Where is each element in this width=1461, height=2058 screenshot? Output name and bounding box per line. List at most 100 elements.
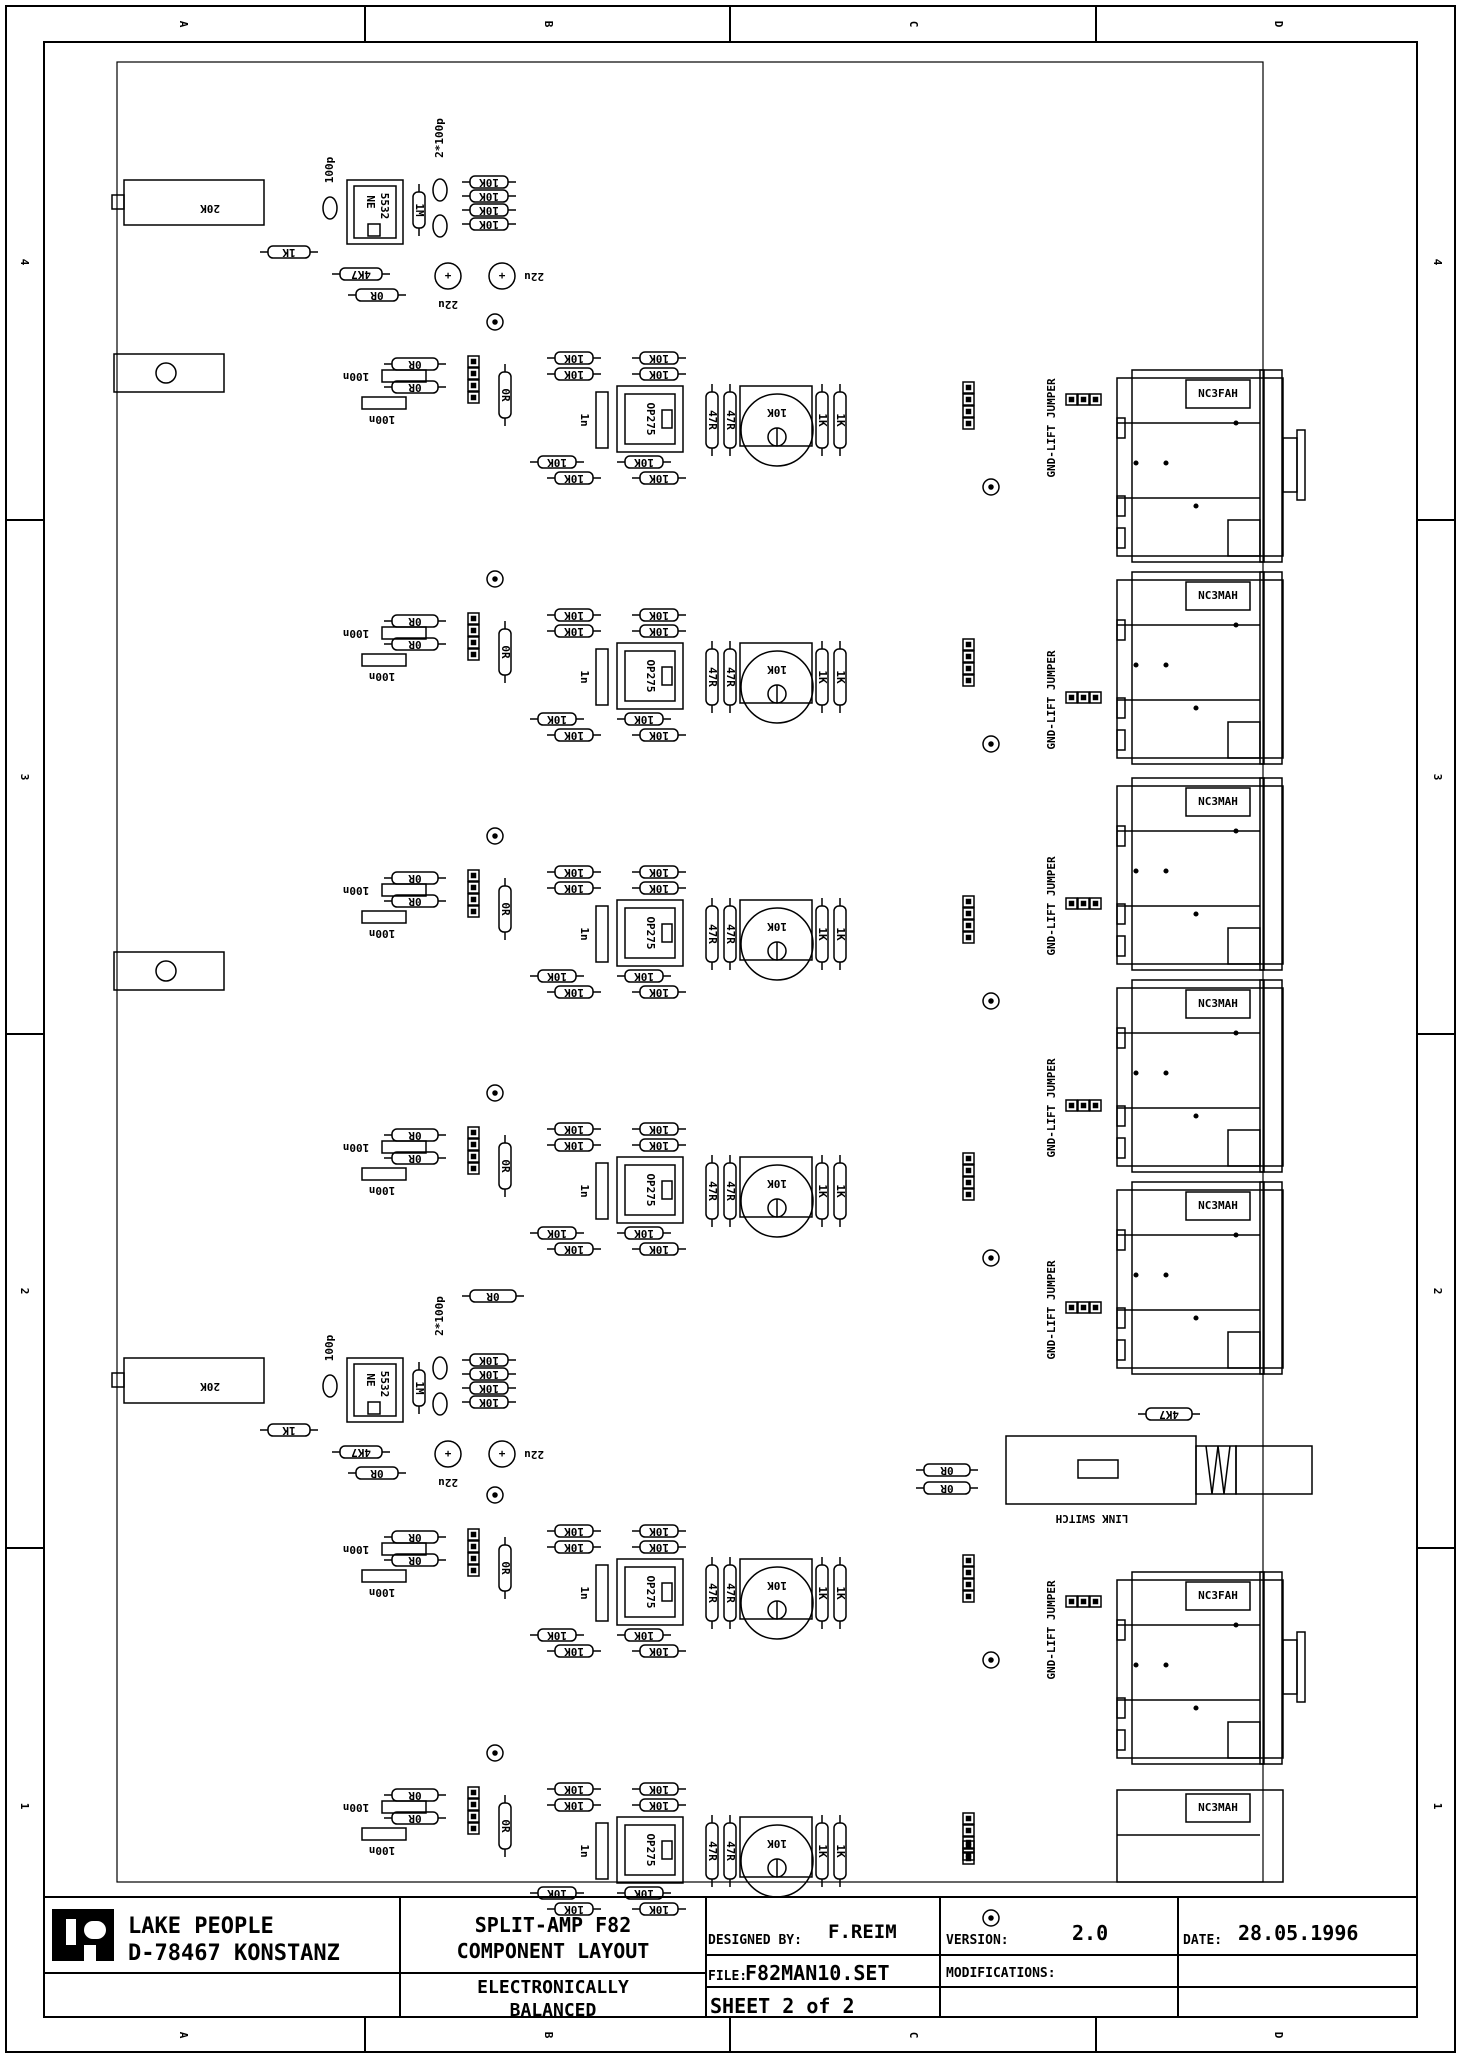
pin-header [467,612,480,661]
resistor: 10K [547,881,601,895]
component-label: 10K [547,456,567,469]
component-label: 2*100p [433,1296,446,1336]
pin-header [1065,393,1102,406]
resistor: 10K [632,608,686,622]
resistor: 1K [833,1155,847,1227]
component-label: 10K [649,1123,669,1136]
component-label: 0R [408,1531,422,1544]
zone-label-row-left: 1 [18,1803,31,1810]
component-label: 10K [564,1243,584,1256]
component-label: 10K [649,1645,669,1658]
zone-label-row-left: 4 [18,259,31,266]
resistor: 10K [530,1226,584,1240]
outer-border [5,5,1456,2053]
pin-header [467,355,480,404]
component-label: 10K [479,1368,499,1381]
resistor: 10K [632,1138,686,1152]
component-label: 4K7 [351,268,371,281]
resistor: 10K [547,471,601,485]
resistor: 0R [384,380,446,394]
zone-label-col-bottom: B [542,2032,555,2039]
potentiometer-10k: 10K [739,1156,814,1238]
opamp-op275: OP275 [616,1816,684,1884]
link-switch-label: LINK SWITCH [1056,1512,1129,1525]
component-label: 1n [578,670,591,683]
resistor: 0R [384,871,446,885]
resistor: 10K [547,351,601,365]
component-label: 1n [578,1586,591,1599]
mounting-hole [982,735,1000,753]
component-label: 0R [499,1159,512,1173]
component-label: OP275 [644,1575,657,1608]
resistor: 10K [530,1886,584,1900]
resistor: 10K [530,1628,584,1642]
resistor: 10K [617,712,671,726]
component-label: 100n [343,1141,370,1154]
resistor: 10K [632,1242,686,1256]
resistor: 47R [705,1815,719,1887]
component-label: 22u [524,1448,544,1461]
component-label: 47R [724,1583,737,1603]
capacitor-22u: +22u [434,1440,462,1489]
component-label: 10K [767,406,787,419]
pin-header [467,869,480,918]
zone-label-row-right: 2 [1431,1288,1444,1295]
component-label: 1K [816,1844,829,1858]
connector-label: NC3FAH [1198,387,1238,400]
resistor: 0R [384,1128,446,1142]
designed-by-value: F.REIM [828,1921,897,1943]
pin-header [962,1152,975,1201]
capacitor-2x100p [432,178,448,202]
component-label: 100n [343,370,370,383]
resistor: 0R [498,364,512,426]
capacitor-100n [361,1827,407,1841]
component-label: 1n [578,413,591,426]
component-label: 47R [706,1583,719,1603]
capacitor-100n [361,396,407,410]
component-label: 0R [370,289,384,302]
pin-header [1065,1595,1102,1608]
subtitle-line-1: ELECTRONICALLY [477,1977,629,1998]
resistor: 0R [498,1537,512,1599]
resistor: 47R [723,641,737,713]
component-label: NE [364,1373,377,1386]
component-label: 10K [767,1837,787,1850]
channel-block: 0R0R100n100n0R10K10K10K10K10K10K10K10K1n… [343,827,1000,1010]
resistor: 10K [547,624,601,638]
resistor: 1M [412,184,426,236]
pcb-outline [116,61,1264,1883]
resistor: 47R [705,898,719,970]
component-label: 10K [564,1783,584,1796]
resistor: 0R [462,1289,524,1303]
component-label: 10K [634,713,654,726]
component-label: 100n [369,670,396,683]
component-label: 1K [834,1844,847,1858]
connector-label: NC3FAH [1198,1589,1238,1602]
component-label: 0R [940,1464,954,1477]
resistor: 10K [547,1540,601,1554]
component-label: 1K [834,413,847,427]
zone-label-row-right: 4 [1431,259,1444,266]
resistor: 1K [833,641,847,713]
pin-header [1065,691,1102,704]
component-label: 10K [649,1903,669,1916]
pin-header [1065,1301,1102,1314]
resistor: 10K [462,203,516,217]
trimmer-20k: 20K [111,179,265,226]
resistor: 1M [412,1362,426,1414]
mounting-hole [982,478,1000,496]
resistor: 10K [632,1798,686,1812]
component-label: 1M [413,203,426,217]
pin-header [1065,1099,1102,1112]
component-label: 47R [706,667,719,687]
connector-label: NC3MAH [1198,589,1238,602]
component-label: 10K [634,1629,654,1642]
resistor: 10K [547,865,601,879]
component-label: 1K [834,1184,847,1198]
resistor: 0R [384,1811,446,1825]
title-line-2: COMPONENT LAYOUT [457,1939,650,1963]
component-label: 100n [343,1801,370,1814]
